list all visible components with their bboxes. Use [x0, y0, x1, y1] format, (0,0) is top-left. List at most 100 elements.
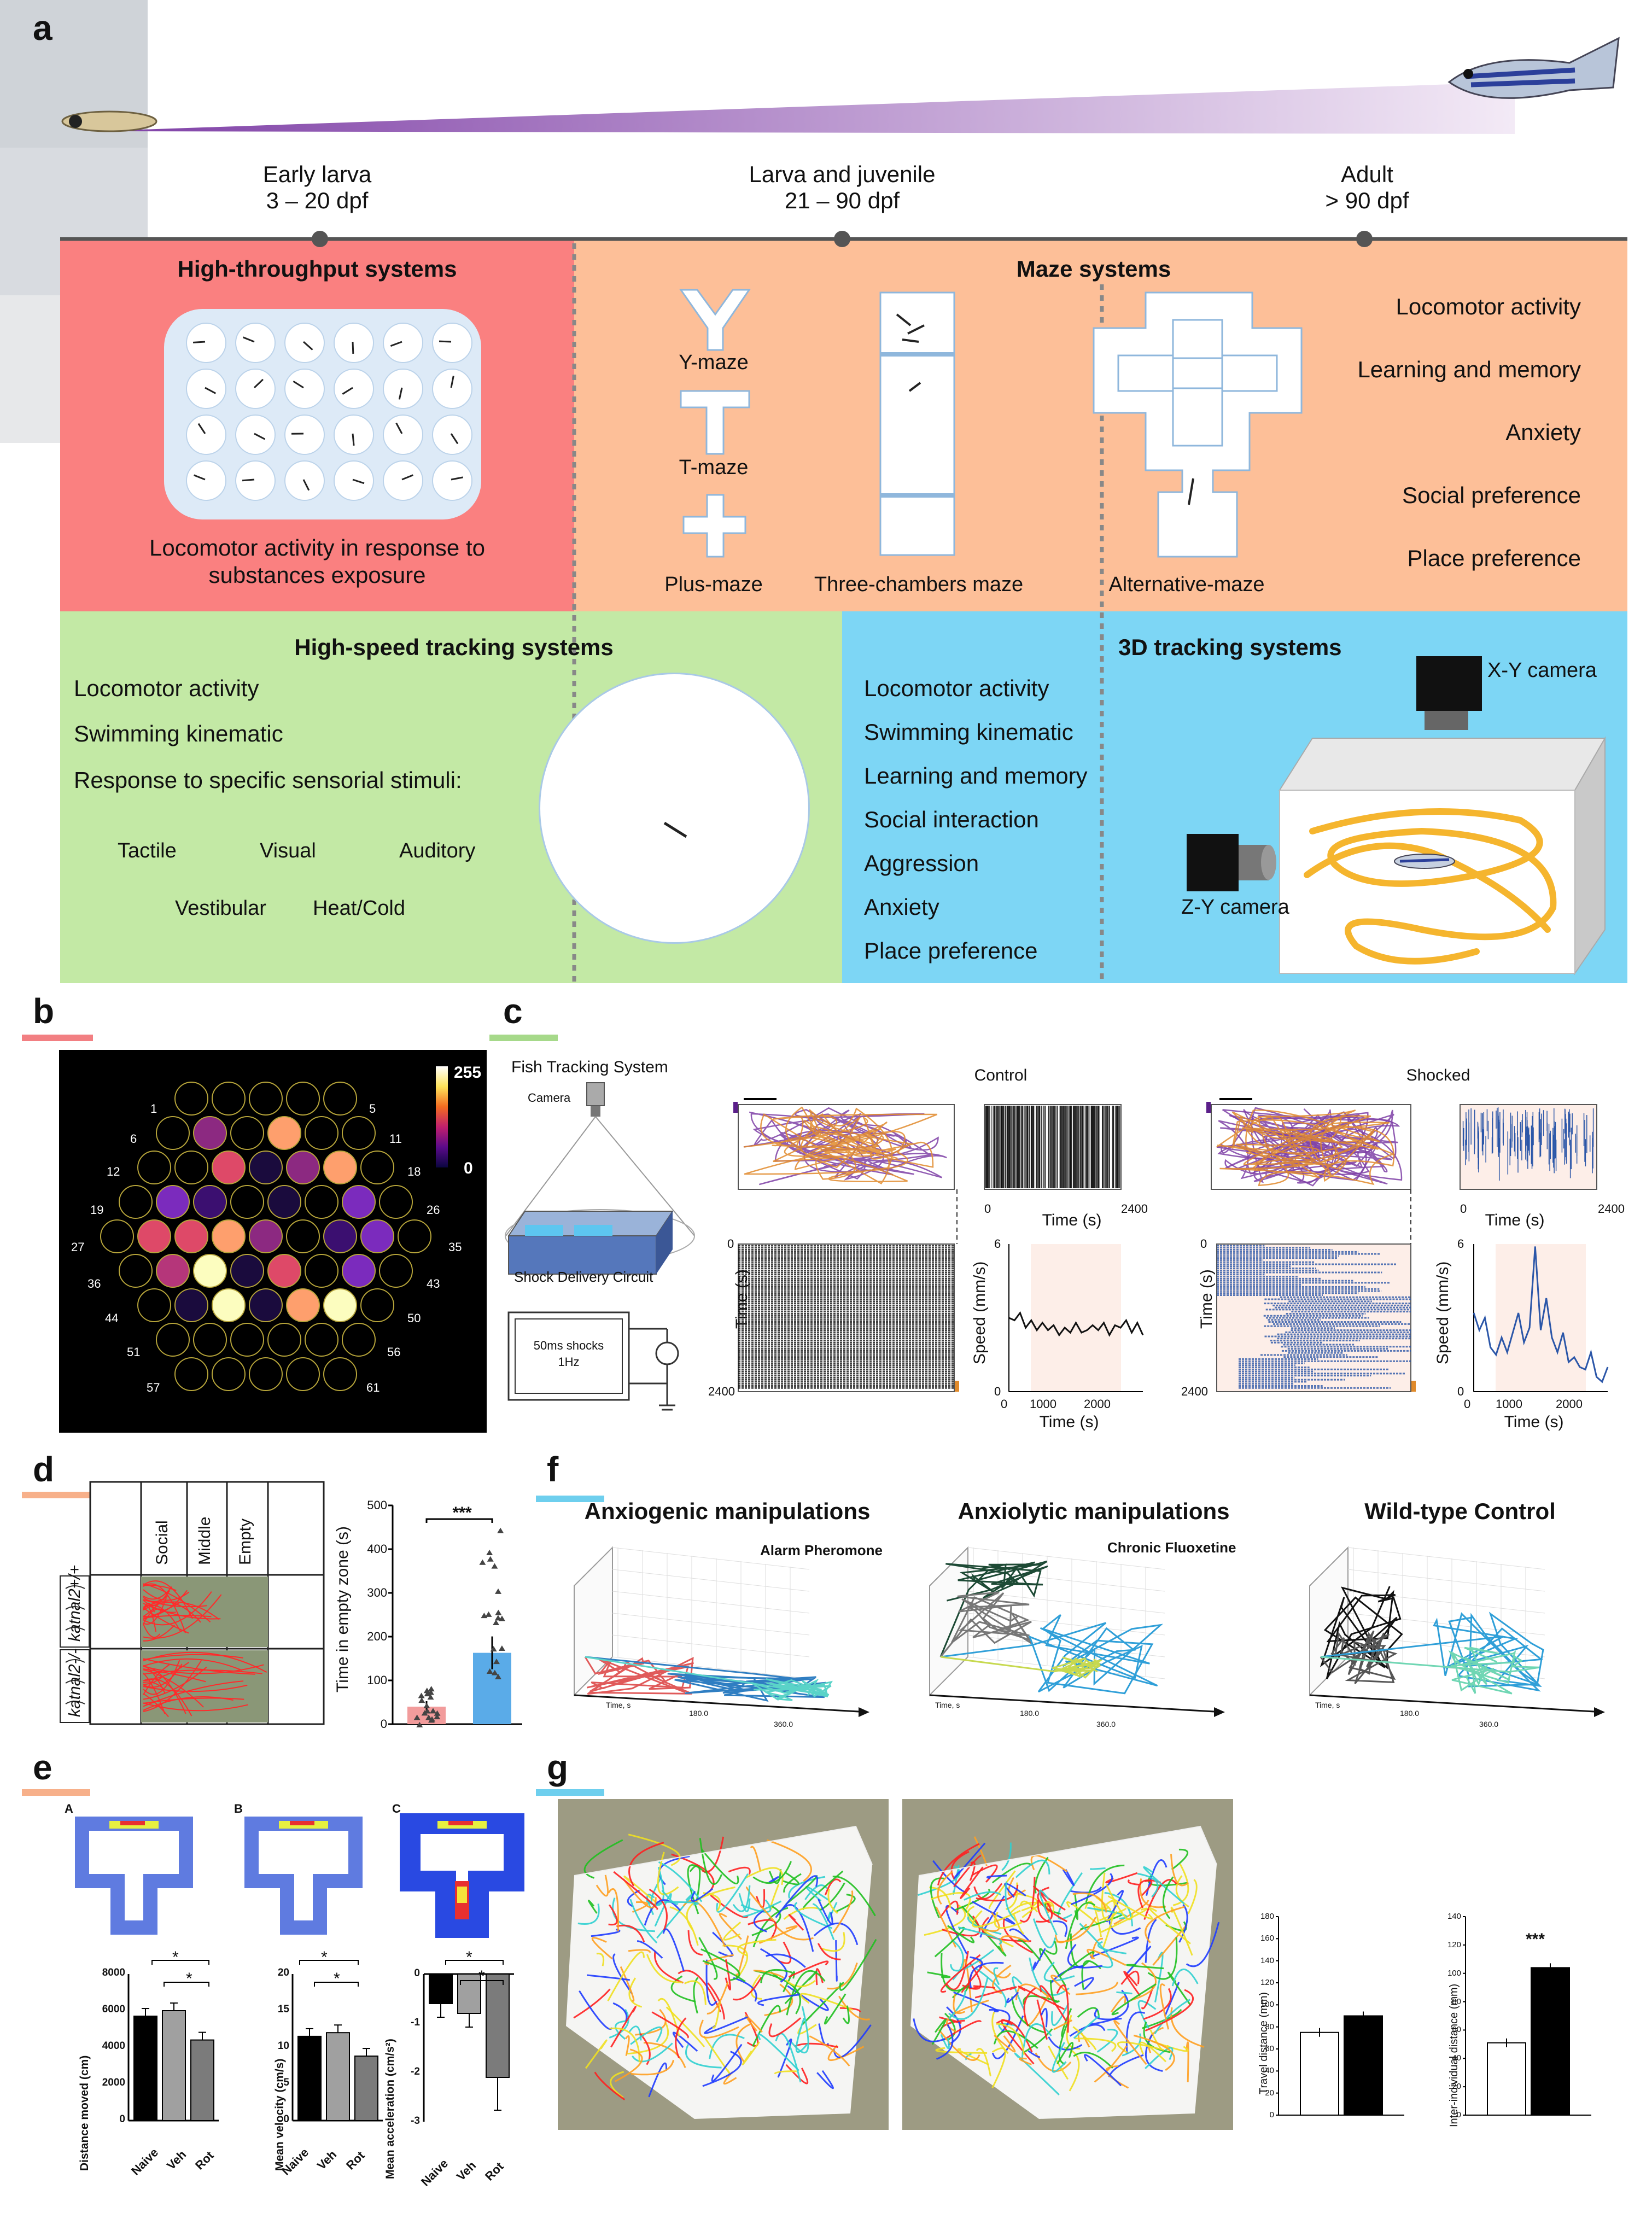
control-raster-x1: 2400	[1121, 1202, 1148, 1216]
control-speed-line	[1008, 1311, 1144, 1337]
anxiolytic-plot	[929, 1546, 1225, 1717]
wildtype-plot-grid	[1347, 1547, 1545, 1570]
stage-juvenile: Larva and juvenile	[749, 161, 936, 187]
g-cube-2-track	[993, 2030, 1038, 2049]
g-cube-2-track	[1005, 1881, 1017, 1922]
maze-title: Maze systems	[1016, 256, 1171, 282]
g-cube-2-track	[1036, 1888, 1053, 1923]
g-cube-1-track	[628, 1834, 681, 1866]
g-cube-1-track	[732, 1976, 762, 2001]
d-point	[491, 1669, 498, 1675]
fish-track	[143, 1625, 175, 1642]
f2-axis-360: 360.0	[1096, 1720, 1116, 1729]
heatmap-well	[360, 1151, 394, 1184]
heatmap-well	[286, 1219, 320, 1253]
g-cube-2-track	[1122, 2033, 1141, 2057]
g-cube-1-track	[753, 1970, 785, 1979]
g-cube-2-track	[937, 1871, 953, 1905]
stimulus-vestibular: Vestibular	[175, 897, 266, 920]
g-cube-2-track	[1021, 1901, 1055, 1918]
g-cube-2-track	[1012, 1976, 1025, 2011]
small-fish-icon	[1394, 854, 1455, 869]
g-cube-1-track	[609, 2008, 629, 2039]
g-cube-1-track	[753, 1909, 767, 1932]
d-sig-bracket	[425, 1518, 493, 1523]
g-cube-2-track	[1139, 2041, 1167, 2063]
d-point	[427, 1689, 434, 1695]
development-gradient	[61, 37, 1620, 134]
larva-mark	[395, 422, 403, 434]
control-speed-x1000: 1000	[1030, 1397, 1056, 1411]
stage-early-larva-range: 3 – 20 dpf	[266, 188, 369, 213]
heatmap-well	[267, 1116, 301, 1150]
g-cube-1-track	[675, 2017, 687, 2058]
g-cube-2-track	[1073, 2052, 1113, 2069]
anxiolytic-plot-arrow	[1214, 1707, 1225, 1717]
control-raster-xlabel: Time (s)	[1042, 1211, 1102, 1229]
g-cube-2-track	[924, 1904, 966, 1936]
g-cube-1-track	[631, 2059, 675, 2076]
g-inter-bar-0	[1487, 2042, 1526, 2116]
wildtype-plot-arrow	[1594, 1707, 1605, 1717]
g-cube-2-track	[1072, 2026, 1097, 2051]
wildtype-plot	[1309, 1546, 1605, 1717]
well-num-51: 51	[127, 1345, 141, 1359]
heatmap-well	[360, 1288, 394, 1322]
g-travel-tick-80: 80	[1265, 2022, 1274, 2031]
heatmap-well	[156, 1254, 190, 1288]
high-throughput-caption-1: Locomotor activity in response to	[149, 535, 485, 560]
anxiogenic-plot	[574, 1546, 869, 1717]
e-dist-tick-6000: 6000	[102, 2004, 125, 2015]
g-cube-2-track	[950, 1850, 970, 1880]
g-cube-2-track	[993, 1967, 1000, 1986]
g-cube-2-track	[996, 2023, 1025, 2055]
g-cube-2-track	[1039, 1985, 1067, 2022]
panel-g-underline	[536, 1789, 604, 1796]
g-cube-2-track	[927, 1971, 951, 1978]
g-cube-1-track	[832, 1876, 876, 1917]
g-cube-2-track	[1009, 1928, 1029, 1941]
g-cube-2-track	[1072, 1892, 1107, 1913]
g-cube-2-track	[1052, 2042, 1067, 2073]
g-cube-2-track	[1032, 1918, 1056, 1949]
anxiolytic-plot-trajectory	[939, 1591, 1032, 1657]
g-cube-1-track	[748, 1919, 777, 1940]
panel-label-e: e	[33, 1748, 52, 1787]
f1-axis-360: 360.0	[774, 1720, 793, 1729]
g-cube-1-track	[639, 2033, 651, 2065]
g-cube-1-track	[616, 1924, 645, 1942]
g-significance: ***	[1526, 1930, 1545, 1948]
g-cube-2-track	[1023, 1995, 1059, 2005]
g-cube-1-track	[760, 1948, 787, 1983]
g-cube-2-track	[1107, 1895, 1153, 1920]
g-cube-1-track	[701, 1836, 725, 1873]
g-cube-1-track	[757, 2033, 799, 2071]
plate-well	[284, 369, 325, 409]
fish-tracking-title: Fish Tracking System	[511, 1058, 668, 1076]
control-raster-y1: 2400	[708, 1385, 735, 1398]
g-cube-1-track	[723, 1922, 742, 1941]
tracking-3d-behavior-7: Place preference	[864, 938, 1038, 964]
g-cube-2-track	[1101, 1907, 1148, 1933]
plus-maze-label: Plus-maze	[664, 573, 763, 596]
g-cube-2-track	[1012, 1913, 1025, 1935]
g-cube-2-track	[1038, 1889, 1058, 1936]
g-cube-1-track	[622, 1878, 657, 1908]
g-cube-1-track	[821, 1932, 845, 1952]
g-cube-1-track	[594, 2071, 626, 2101]
e-acc-tick-1: -1	[411, 2017, 420, 2028]
g-cube-1-track	[630, 2026, 663, 2045]
g-cube-2-track	[1037, 1900, 1052, 1924]
g-cube-1-track	[614, 2048, 643, 2082]
e-vel-star-2: *	[334, 1970, 340, 1988]
fish-sketch-icon	[65, 1680, 85, 1684]
shocked-raster-y0: 0	[1200, 1237, 1207, 1251]
g-cube-2-track	[942, 2020, 982, 2041]
g-cube-1-track	[610, 2006, 637, 2048]
plate-well	[334, 414, 374, 455]
g-cube-1-track	[687, 1930, 703, 1956]
fish-track	[143, 1696, 234, 1711]
fish-track	[143, 1680, 244, 1707]
g-cube-1-track	[669, 1906, 699, 1946]
arena-circle	[539, 673, 810, 944]
